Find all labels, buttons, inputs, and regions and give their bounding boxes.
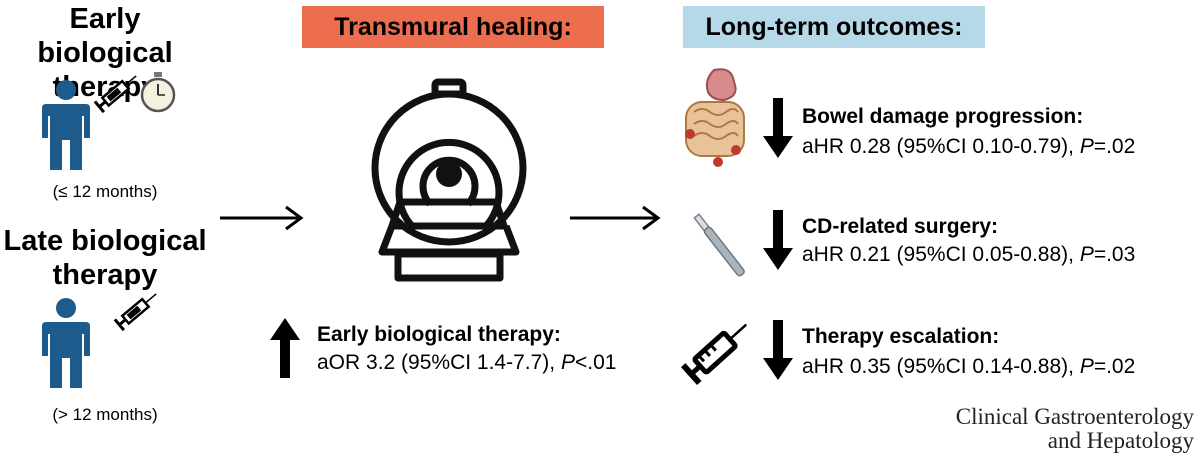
flow-arrow-left <box>220 205 304 231</box>
syringe-icon-late <box>113 293 157 332</box>
person-icon-late <box>42 298 90 388</box>
syringe-icon-early <box>93 75 137 114</box>
outcome-stat-1: aHR 0.28 (95%CI 0.10-0.79), P=.02 <box>802 134 1135 160</box>
healing-p-label: P <box>560 351 575 374</box>
stopwatch-icon <box>140 72 176 113</box>
journal-name: Clinical Gastroenterology and Hepatology <box>956 405 1194 453</box>
outcome-p-value-2: =.03 <box>1093 243 1136 266</box>
early-group-period: (≤ 12 months) <box>52 182 158 201</box>
late-group-title: Late biological therapy <box>0 224 210 292</box>
healing-association-stat: aOR 3.2 (95%CI 1.4-7.7), P<.01 <box>317 350 616 376</box>
decrease-arrow-icon-1 <box>763 98 793 158</box>
outcome-p-value-1: =.02 <box>1093 135 1136 158</box>
decrease-arrow-icon-2 <box>763 210 793 270</box>
outcome-p-label-1: P <box>1079 135 1094 158</box>
transmural-healing-banner: Transmural healing: <box>302 6 604 48</box>
long-term-outcomes-banner: Long-term outcomes: <box>683 6 985 48</box>
healing-p-value: <.01 <box>574 351 617 374</box>
outcome-p-label-2: P <box>1079 243 1094 266</box>
outcome-p-value-3: =.02 <box>1093 355 1136 378</box>
late-group-period: (> 12 months) <box>52 405 158 424</box>
decrease-arrow-icon-3 <box>763 320 793 380</box>
outcome-stat-3: aHR 0.35 (95%CI 0.14-0.88), P=.02 <box>802 354 1135 380</box>
late-group-title-line2: therapy <box>52 259 158 291</box>
late-group-title-line1: Late biological <box>3 225 207 257</box>
journal-name-line2: and Hepatology <box>1047 428 1194 453</box>
outcome-title-2: CD-related surgery: <box>802 215 999 238</box>
outcome-stat-text-2: aHR 0.21 (95%CI 0.05-0.88), <box>802 243 1080 266</box>
outcome-stat-2: aHR 0.21 (95%CI 0.05-0.88), P=.03 <box>802 242 1135 268</box>
early-group-title-line1: Early biological <box>37 3 173 69</box>
outcome-p-label-3: P <box>1079 355 1094 378</box>
outcome-stat-text-1: aHR 0.28 (95%CI 0.10-0.79), <box>802 135 1080 158</box>
outcome-stat-text-3: aHR 0.35 (95%CI 0.14-0.88), <box>802 355 1080 378</box>
healing-stat-text: aOR 3.2 (95%CI 1.4-7.7), <box>317 351 561 374</box>
journal-name-line1: Clinical Gastroenterology <box>955 404 1194 429</box>
outcome-title-1: Bowel damage progression: <box>802 105 1084 128</box>
increase-arrow-icon <box>270 318 300 378</box>
intestine-icon <box>685 68 745 167</box>
scalpel-icon <box>693 213 745 277</box>
mri-scanner-icon <box>371 78 527 282</box>
syringe-icon-escalation <box>680 323 748 386</box>
outcome-title-3: Therapy escalation: <box>802 325 1000 348</box>
person-icon-early <box>42 80 90 170</box>
early-group-title: Early biological therapy <box>0 2 210 104</box>
healing-association-title: Early biological therapy: <box>317 323 561 346</box>
flow-arrow-right <box>570 205 661 231</box>
